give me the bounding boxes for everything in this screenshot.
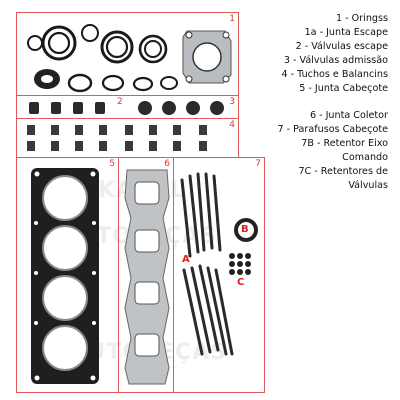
legend-item-7b: 7B - Retentor Eixo bbox=[301, 137, 388, 149]
panel-number-6: 6 bbox=[164, 159, 170, 169]
legend-item-4: 4 - Tuchos e Balancins bbox=[281, 69, 388, 81]
legend-item-7: 7 - Parafusos Cabeçote bbox=[277, 123, 388, 135]
legend-item-5: 5 - Junta Cabeçote bbox=[299, 83, 388, 95]
panel-number-2: 2 bbox=[117, 97, 123, 107]
panel-number-3: 3 bbox=[229, 97, 235, 107]
orings-image bbox=[27, 24, 232, 93]
panel-head-bolts: 7 A B C bbox=[173, 157, 265, 393]
legend-item-7c: 7C - Retentores de bbox=[298, 165, 388, 177]
panel-valves: 3 2 bbox=[16, 95, 239, 119]
legend-item-7c-cont: Válvulas bbox=[348, 180, 388, 192]
valves-image bbox=[29, 101, 224, 115]
panel-number-5: 5 bbox=[109, 159, 115, 169]
panel-orings: 1 bbox=[16, 12, 239, 96]
panel-tappets-rockers: 4 bbox=[16, 118, 239, 158]
legend: 1 - Oringss 1a - Junta Escape 2 - Válvul… bbox=[242, 12, 388, 193]
label-b: B bbox=[241, 224, 249, 235]
legend-item-2: 2 - Válvulas escape bbox=[295, 41, 388, 53]
manifold-gasket-image bbox=[124, 169, 170, 385]
head-gasket-image bbox=[31, 168, 99, 384]
panel-number-1: 1 bbox=[229, 14, 235, 24]
legend-item-6: 6 - Junta Coletor bbox=[309, 109, 388, 121]
legend-item-1a: 1a - Junta Escape bbox=[304, 27, 388, 39]
label-c: C bbox=[237, 277, 245, 288]
label-a: A bbox=[182, 254, 190, 265]
panel-number-7: 7 bbox=[255, 159, 261, 169]
tappets-image bbox=[27, 125, 207, 151]
legend-item-3: 3 - Válvulas admissão bbox=[283, 55, 388, 67]
legend-item-1: 1 - Oringss bbox=[336, 13, 388, 24]
head-bolts-image bbox=[180, 172, 258, 356]
panel-head-gasket: 5 bbox=[16, 157, 119, 393]
legend-gap bbox=[242, 97, 388, 109]
panel-manifold-gasket: 6 bbox=[118, 157, 174, 393]
panel-number-4: 4 bbox=[229, 120, 235, 130]
legend-item-7b-cont: Comando bbox=[342, 151, 388, 163]
